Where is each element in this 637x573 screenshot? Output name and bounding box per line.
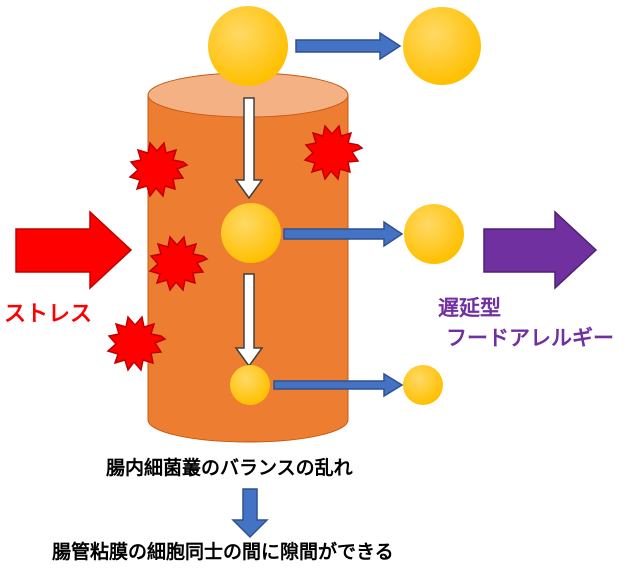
right-arrow-blue-3	[273, 372, 404, 398]
right-arrow-blue-2	[283, 220, 404, 248]
stress-label: ストレス	[4, 302, 93, 327]
allergy-arrow	[483, 210, 598, 290]
stress-arrow	[15, 210, 133, 290]
down-arrow-white-1	[234, 97, 264, 200]
caption-down-arrow	[231, 488, 269, 539]
molecule-ball-small-inner	[230, 365, 270, 405]
allergy-label-line1: 遅延型	[438, 296, 501, 320]
molecule-ball-large-top	[208, 6, 288, 86]
molecule-ball-small-right	[403, 365, 443, 405]
burst-shape-4	[106, 315, 167, 372]
caption-microbiome-imbalance: 腸内細菌叢のバランスの乱れ	[106, 457, 353, 479]
down-arrow-white-2	[234, 273, 264, 368]
right-arrow-blue-1	[295, 31, 402, 61]
burst-shape-2	[303, 124, 364, 181]
molecule-ball-medium-right	[404, 204, 464, 264]
burst-shape-1	[128, 141, 189, 198]
caption-mucosa-gaps: 腸管粘膜の細胞同士の間に隙間ができる	[52, 541, 394, 563]
burst-shape-3	[148, 235, 209, 292]
molecule-ball-large-right	[403, 7, 481, 85]
molecule-ball-medium-inner	[221, 203, 281, 263]
allergy-label-line2: フードアレルギー	[446, 326, 614, 350]
